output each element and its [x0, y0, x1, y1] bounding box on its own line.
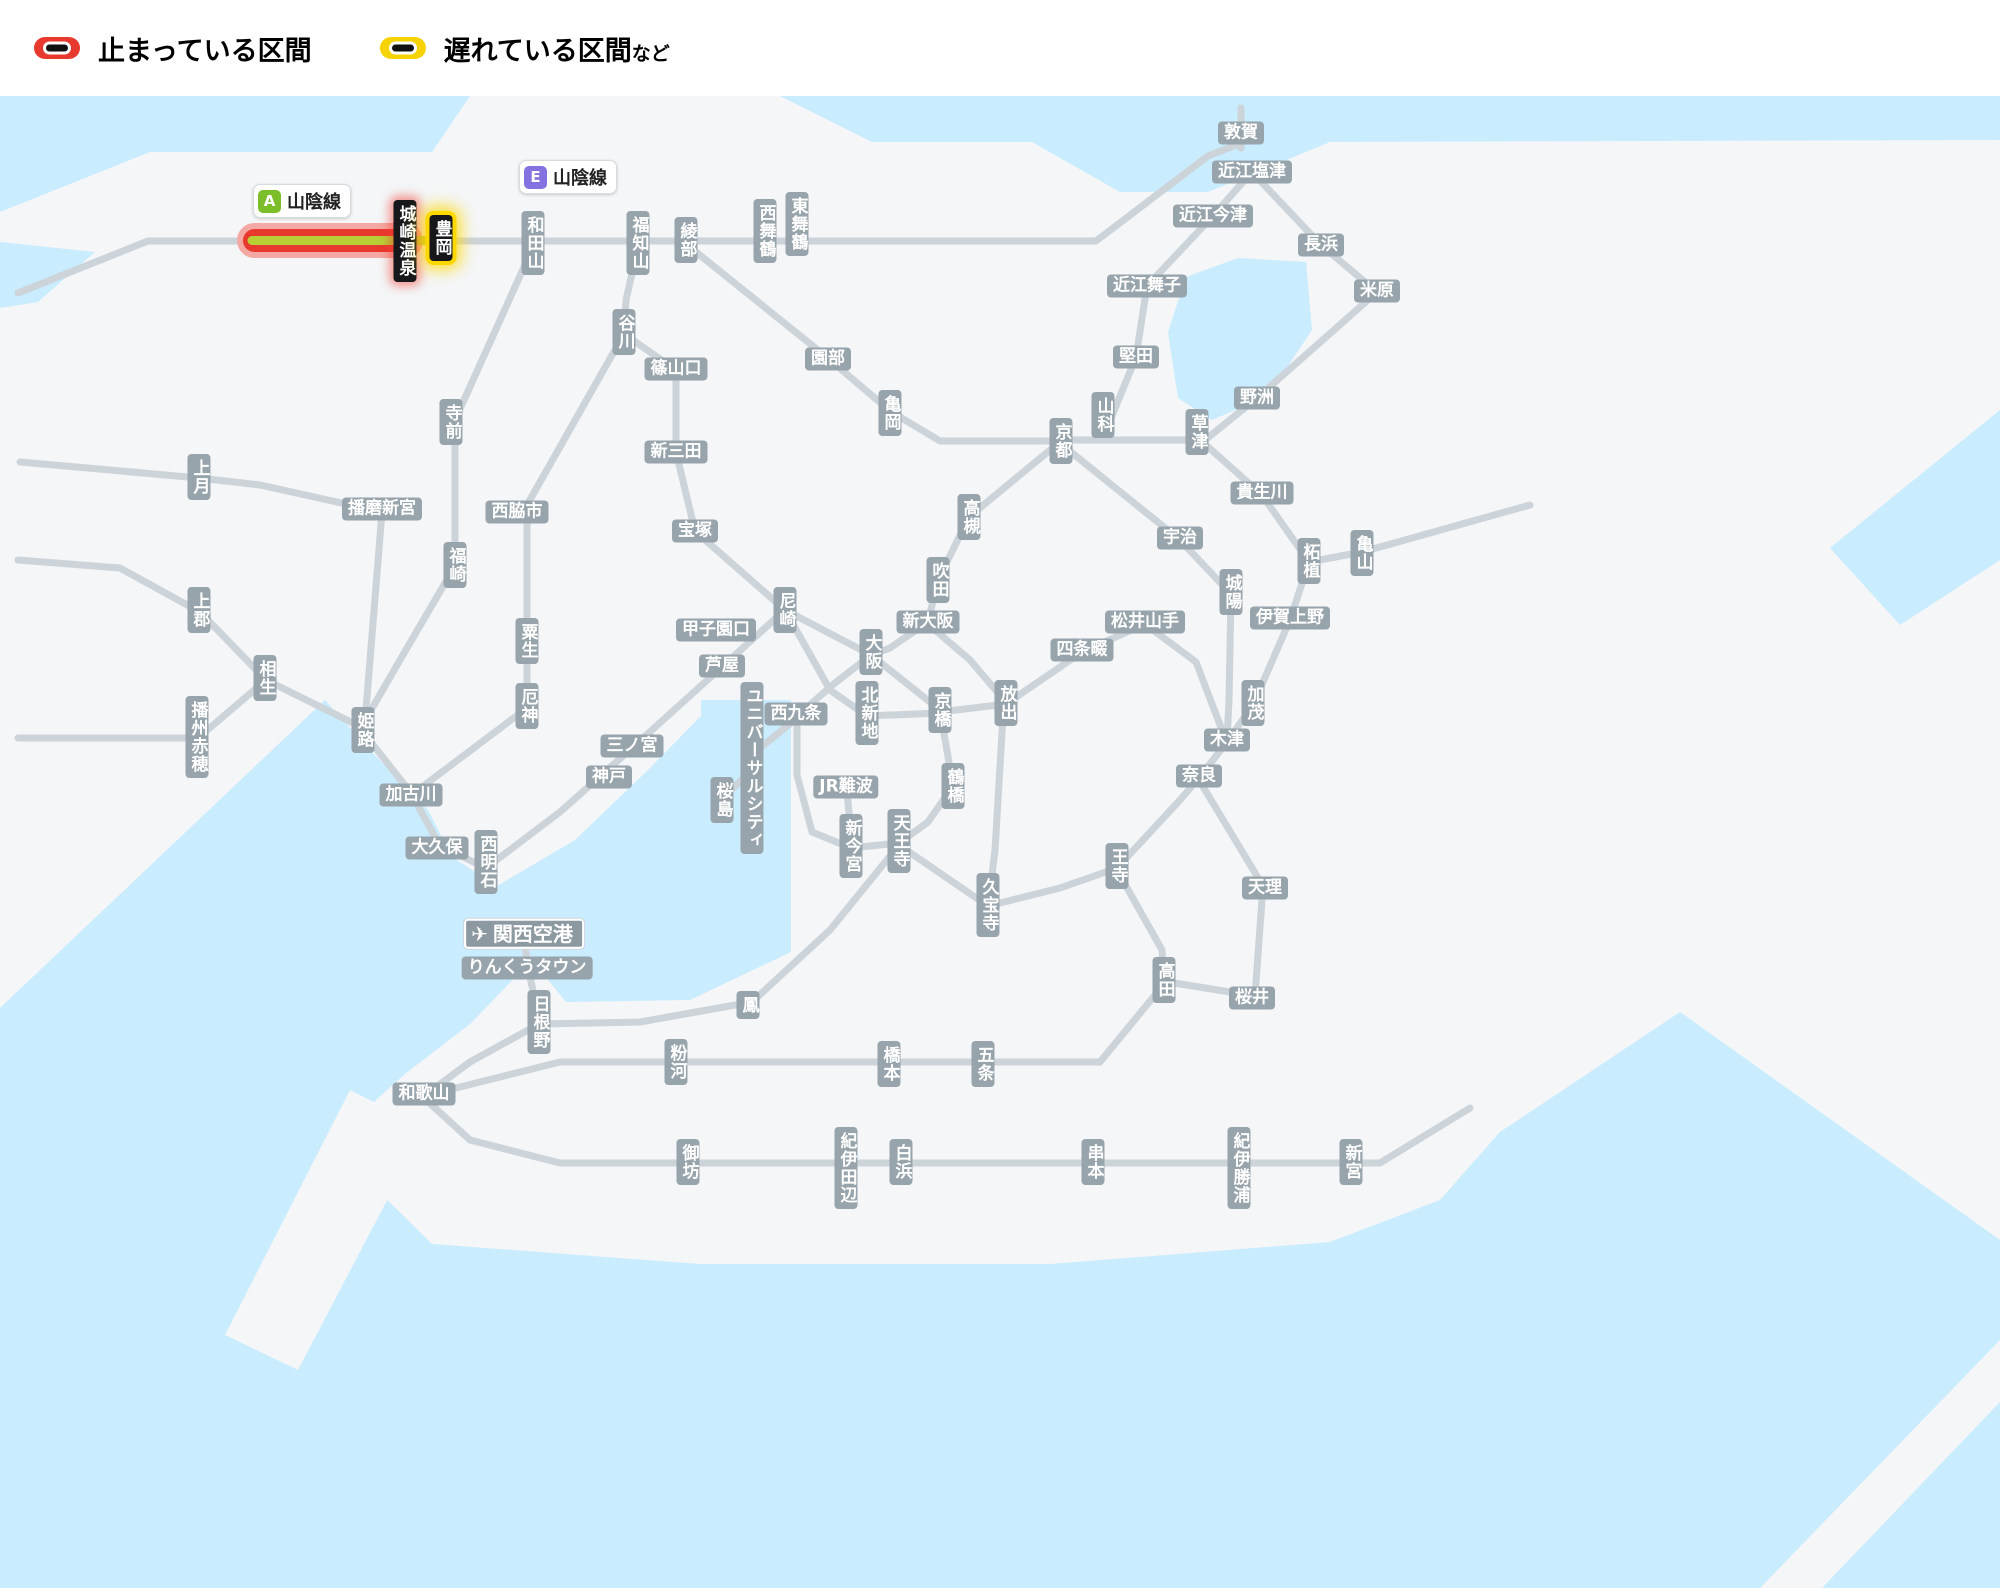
line-tozai — [781, 606, 944, 720]
legend-stopped: 止まっている区間 — [34, 29, 312, 68]
line-manyo — [1164, 776, 1267, 1000]
line-wakayama — [420, 866, 1168, 1100]
line-kisei — [420, 1094, 1474, 1167]
legend-delayed-label: 遅れている区間など — [443, 35, 670, 67]
delayed-segment-icon — [379, 37, 426, 59]
legend: 止まっている区間 遅れている区間など — [0, 0, 2000, 96]
line-hanwa — [420, 841, 903, 1100]
awaji-island — [225, 1090, 425, 1370]
island-layer — [225, 1090, 2000, 1588]
legend-delayed: 遅れている区間など — [379, 29, 670, 68]
line-sanin — [14, 139, 1245, 297]
line-jr-namba — [843, 788, 856, 848]
ise-bay — [1830, 410, 2000, 625]
line-kishin — [16, 458, 386, 726]
legend-stopped-label: 止まっている区間 — [98, 35, 312, 67]
line-amagasaki-osaka — [781, 606, 875, 659]
status-highlight — [237, 223, 446, 258]
line-kakogawa — [410, 330, 628, 797]
line-biwako — [1057, 288, 1381, 444]
stopped-segment-icon — [34, 37, 80, 59]
